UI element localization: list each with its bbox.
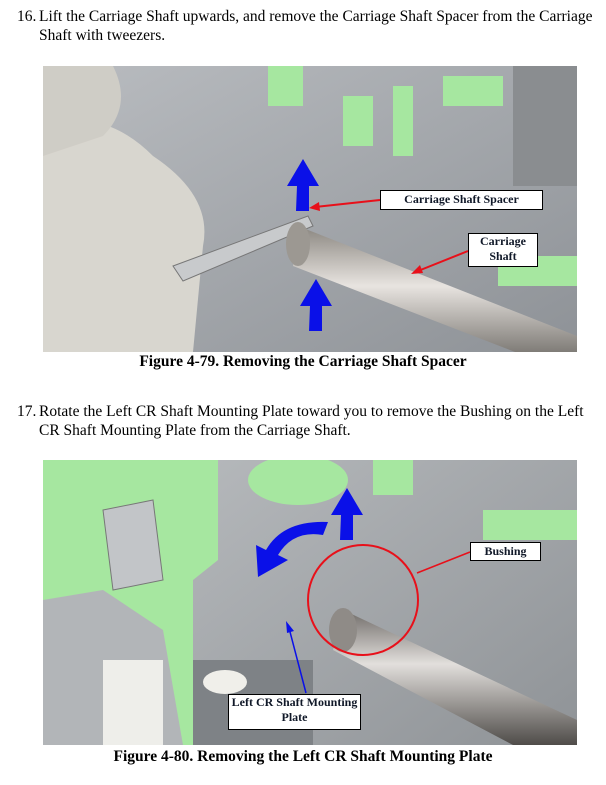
- callout-left-cr-shaft-mounting-plate: Left CR Shaft Mounting Plate: [228, 694, 361, 730]
- figure-4-79-photo: Carriage Shaft Spacer Carriage Shaft: [43, 66, 577, 352]
- step-text: Rotate the Left CR Shaft Mounting Plate …: [39, 403, 584, 439]
- figure-4-80-caption: Figure 4-80. Removing the Left CR Shaft …: [113, 748, 493, 765]
- step-text: Lift the Carriage Shaft upwards, and rem…: [39, 8, 593, 44]
- callout-bushing: Bushing: [470, 542, 541, 561]
- step-17: 17. Rotate the Left CR Shaft Mounting Pl…: [17, 402, 602, 442]
- figure-4-79-caption: Figure 4-79. Removing the Carriage Shaft…: [139, 353, 467, 370]
- figure-4-80-photo: Bushing Left CR Shaft Mounting Plate: [43, 460, 577, 745]
- step-16: 16. Lift the Carriage Shaft upwards, and…: [17, 7, 602, 47]
- callout-carriage-shaft: Carriage Shaft: [468, 233, 538, 267]
- step-number: 16.: [17, 8, 37, 25]
- callout-carriage-shaft-spacer: Carriage Shaft Spacer: [380, 190, 543, 210]
- step-number: 17.: [17, 403, 37, 420]
